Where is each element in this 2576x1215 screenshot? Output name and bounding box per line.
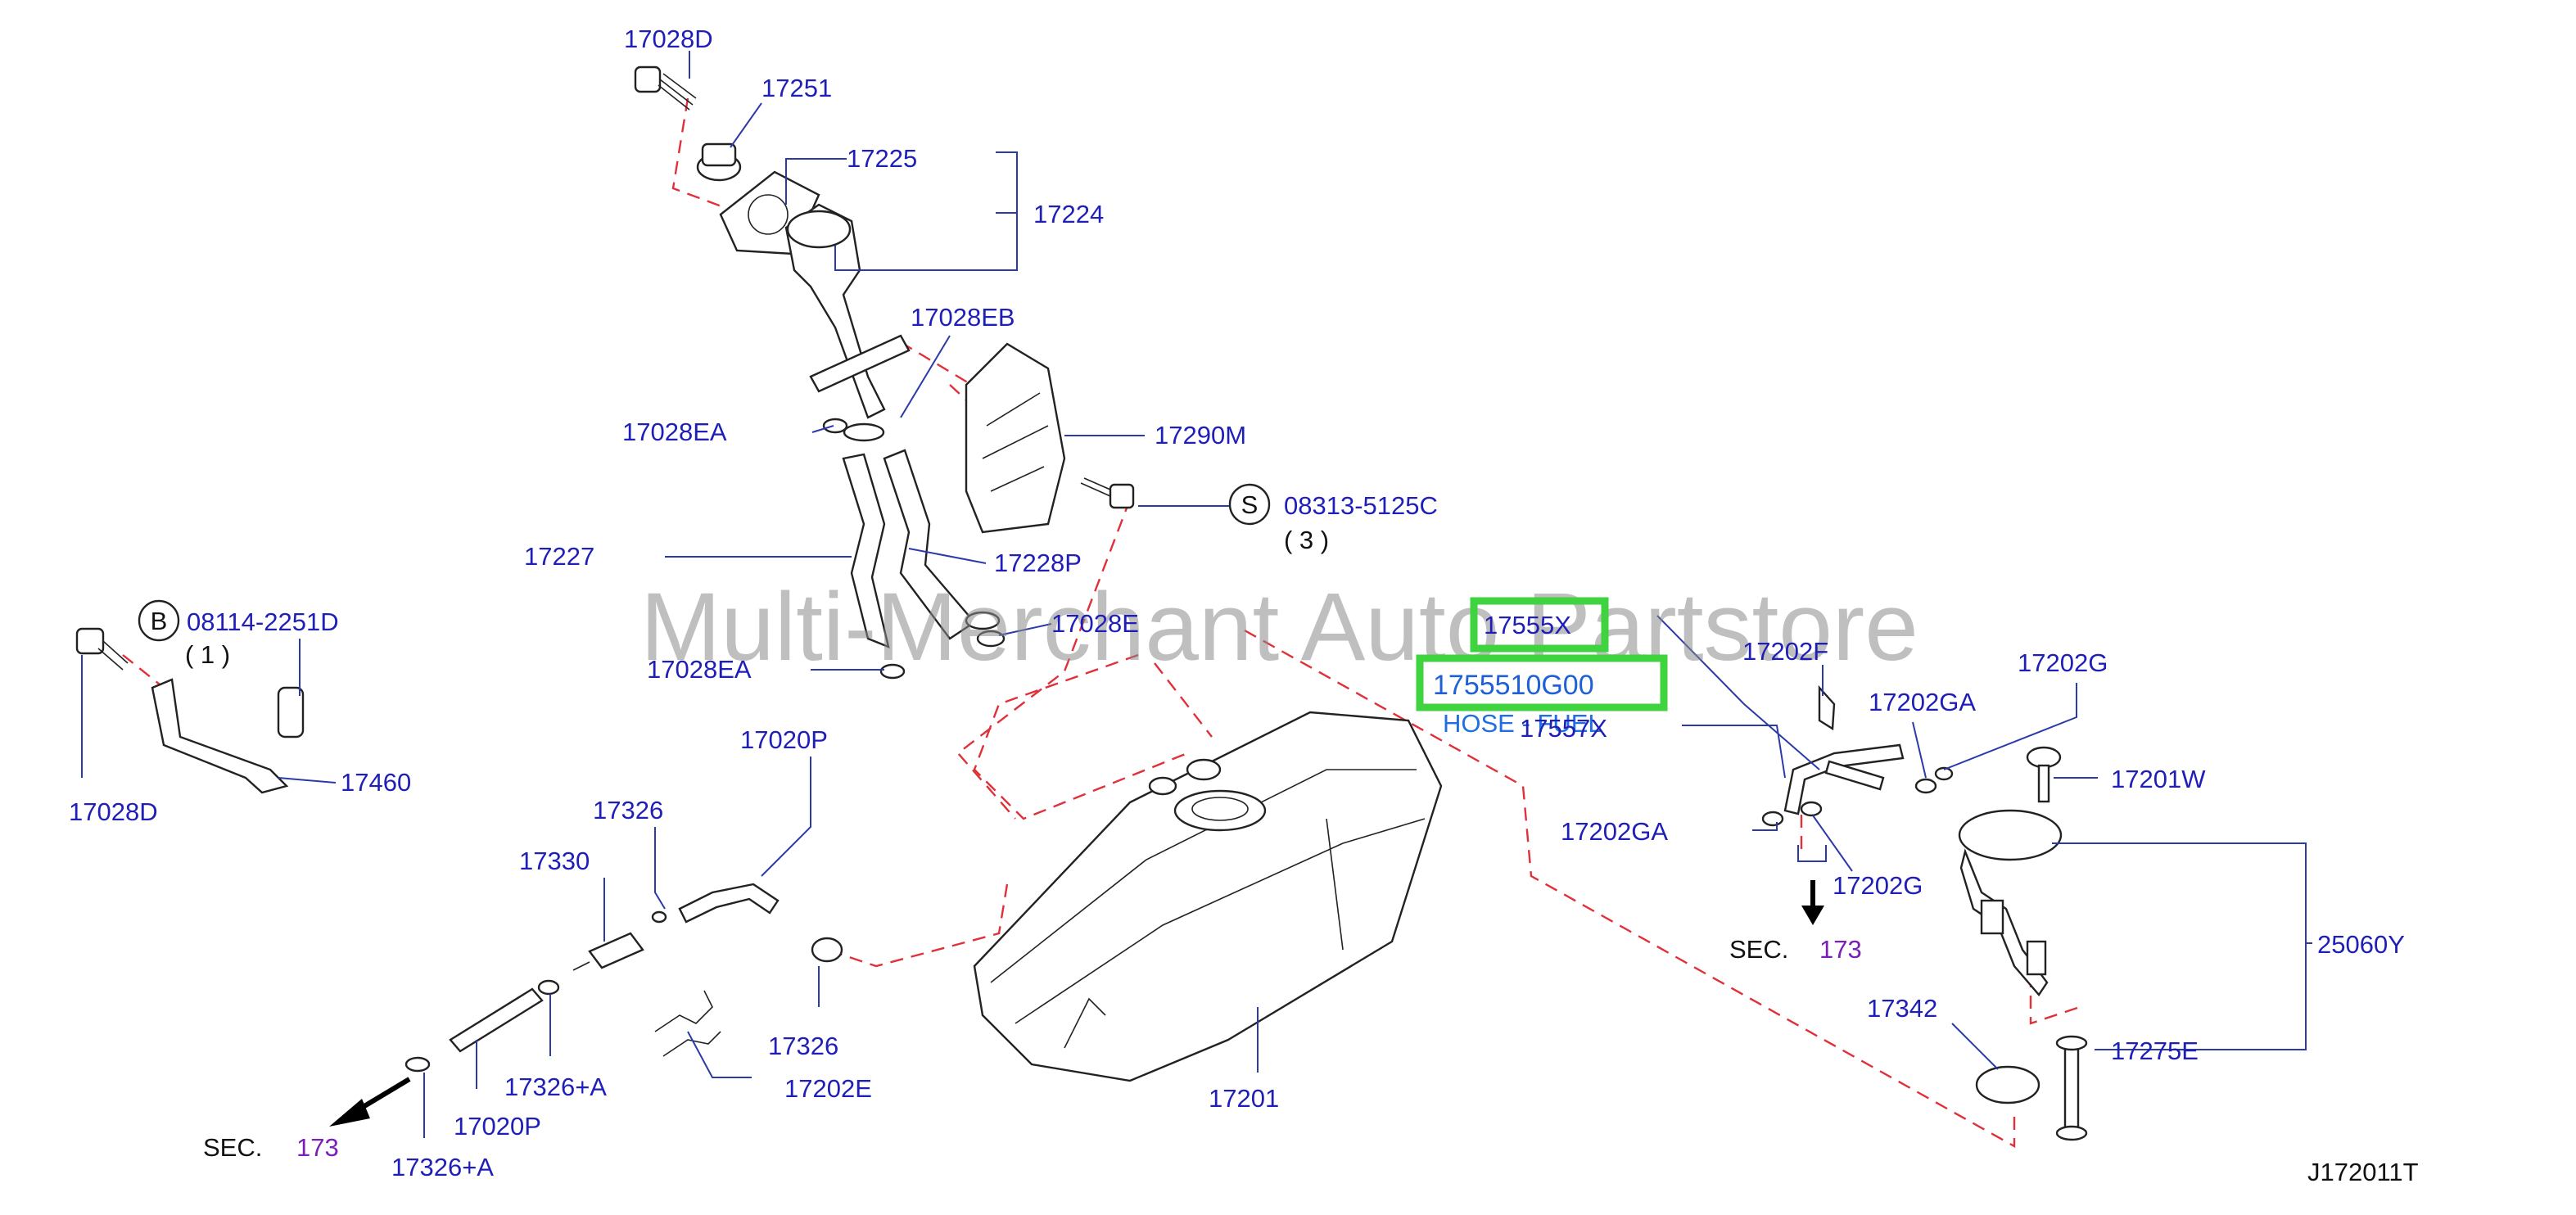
label-17202F[interactable]: 17202F — [1742, 637, 1828, 666]
label-17202G-mid[interactable]: 17202G — [1833, 871, 1923, 900]
qty-08114: ( 1 ) — [185, 640, 230, 669]
fuel-pump-icon — [1958, 809, 2063, 996]
circle-b-letter: B — [151, 607, 168, 635]
label-17020P-top[interactable]: 17020P — [740, 725, 828, 754]
fuel-tank-icon — [973, 711, 1443, 1082]
circle-b-symbol: B — [138, 599, 180, 642]
heat-shield-icon — [965, 342, 1066, 534]
label-17228P[interactable]: 17228P — [994, 549, 1082, 577]
screw-icon — [2026, 746, 2062, 803]
label-17555X[interactable]: 17555X — [1484, 611, 1571, 639]
label-17251[interactable]: 17251 — [762, 74, 832, 102]
circle-s-letter: S — [1241, 490, 1259, 519]
label-17227[interactable]: 17227 — [524, 542, 594, 571]
label-17201[interactable]: 17201 — [1209, 1084, 1279, 1113]
label-17326A-a[interactable]: 17326+A — [504, 1073, 607, 1101]
label-17028D-top[interactable]: 17028D — [624, 25, 713, 53]
label-17326-top[interactable]: 17326 — [593, 796, 663, 824]
direction-arrow-icon — [1801, 880, 1824, 925]
label-17028D-left[interactable]: 17028D — [69, 797, 158, 826]
gasket-icon — [1975, 1065, 2040, 1104]
label-17202GA-left[interactable]: 17202GA — [1561, 817, 1668, 846]
label-17202GA-top[interactable]: 17202GA — [1869, 688, 1976, 716]
label-17224[interactable]: 17224 — [1033, 200, 1104, 228]
label-17557X[interactable]: 17557X — [1520, 714, 1607, 743]
label-17028E[interactable]: 17028E — [1051, 609, 1139, 638]
part-labels: 17028D 17251 17225 17224 17028EB 17028EA… — [69, 25, 2405, 1181]
label-17028EB[interactable]: 17028EB — [911, 303, 1015, 332]
highlight-box-part-number — [1416, 654, 1668, 711]
label-08114-2251D[interactable]: 08114-2251D — [187, 608, 339, 636]
label-08313-5125C[interactable]: 08313-5125C — [1284, 491, 1438, 520]
label-17275E[interactable]: 17275E — [2111, 1037, 2199, 1065]
diagram-code: J172011T — [2307, 1158, 2419, 1186]
highlight-box-label — [1470, 597, 1609, 653]
label-25060Y[interactable]: 25060Y — [2317, 930, 2405, 959]
bolt-icon — [634, 65, 697, 111]
label-17225[interactable]: 17225 — [847, 144, 917, 173]
wire-clip-icon — [654, 990, 721, 1057]
sec-prefix: SEC. — [1729, 935, 1788, 964]
label-17028EA-a[interactable]: 17028EA — [622, 418, 727, 446]
sec-number[interactable]: 173 — [296, 1133, 339, 1162]
label-17342[interactable]: 17342 — [1867, 994, 1937, 1023]
circle-s-symbol: S — [1228, 483, 1271, 526]
part-number-1755510G00[interactable]: 1755510G00 — [1433, 670, 1594, 701]
label-17460[interactable]: 17460 — [341, 768, 411, 797]
filler-neck-icon — [784, 203, 911, 419]
leader-lines — [81, 51, 2312, 1138]
hose-clamp-icon — [1761, 766, 1954, 827]
part-description: HOSE - FUEL — [1443, 709, 1602, 738]
label-17326A-b[interactable]: 17326+A — [391, 1153, 494, 1181]
label-17201W[interactable]: 17201W — [2111, 765, 2206, 793]
level-sender-icon — [2055, 1035, 2088, 1141]
label-17202G-top[interactable]: 17202G — [2018, 648, 2108, 677]
bracket-icon — [75, 627, 305, 794]
parts-art — [75, 65, 2088, 1141]
direction-arrow-icon — [329, 1077, 411, 1127]
label-17326-bot[interactable]: 17326 — [768, 1032, 838, 1060]
qty-08313: ( 3 ) — [1284, 526, 1329, 554]
label-17028EA-b[interactable]: 17028EA — [647, 655, 752, 684]
label-17202E[interactable]: 17202E — [784, 1074, 872, 1103]
watermark: Multi-Merchant Auto Partstore — [640, 573, 1918, 681]
sec-ref-left[interactable]: SEC. 173 — [203, 1133, 339, 1162]
filler-hose-icon — [842, 422, 1001, 648]
sec-ref-right[interactable]: SEC. 173 — [1729, 935, 1862, 964]
bolt-icon — [1080, 477, 1135, 509]
sec-number[interactable]: 173 — [1819, 935, 1862, 964]
label-17330[interactable]: 17330 — [519, 847, 590, 875]
vent-hose-icon — [678, 883, 843, 963]
sec-prefix: SEC. — [203, 1133, 262, 1162]
filler-cap-icon — [696, 142, 742, 182]
breather-hose-icon — [1783, 684, 1905, 815]
fuel-hose-icon — [404, 979, 560, 1073]
hose-clamp-icon — [822, 418, 1006, 680]
highlighted-part[interactable]: 17555X 1755510G00 HOSE - FUEL — [1416, 597, 1668, 738]
fuel-filter-icon — [572, 910, 667, 971]
label-17020P-bot[interactable]: 17020P — [454, 1112, 541, 1140]
label-17290M[interactable]: 17290M — [1155, 421, 1246, 449]
